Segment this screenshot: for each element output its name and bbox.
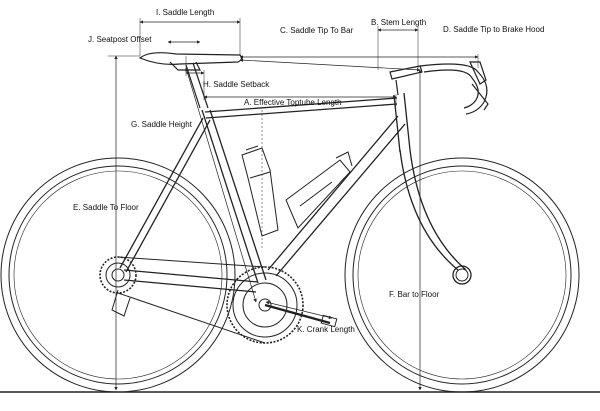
label-j-seatpost-offset: J. Seatpost Offset [88, 35, 152, 44]
label-b-stem-length: B. Stem Length [371, 18, 427, 27]
label-c-saddle-tip-to-bar: C. Saddle Tip To Bar [280, 26, 354, 35]
label-d-saddle-tip-to-brake-hood: D. Saddle Tip to Brake Hood [443, 25, 545, 34]
label-f-bar-to-floor: F. Bar to Floor [389, 290, 440, 299]
measure-c-saddle-tip-to-bar [239, 58, 421, 72]
handlebar [389, 61, 489, 115]
label-g-saddle-height: G. Saddle Height [131, 120, 192, 129]
measure-k-crank-length [265, 301, 333, 319]
label-h-saddle-setback: H. Saddle Setback [203, 80, 270, 89]
front-wheel [344, 157, 580, 393]
label-i-saddle-length: I. Saddle Length [156, 8, 215, 17]
label-e-saddle-to-floor: E. Saddle To Floor [73, 203, 139, 212]
label-k-crank-length: K. Crank Length [297, 325, 355, 334]
label-a-effective-toptube: A. Effective Toptube Length [244, 98, 342, 107]
measure-g-saddle-height [185, 67, 257, 303]
rear-wheel [0, 157, 236, 393]
